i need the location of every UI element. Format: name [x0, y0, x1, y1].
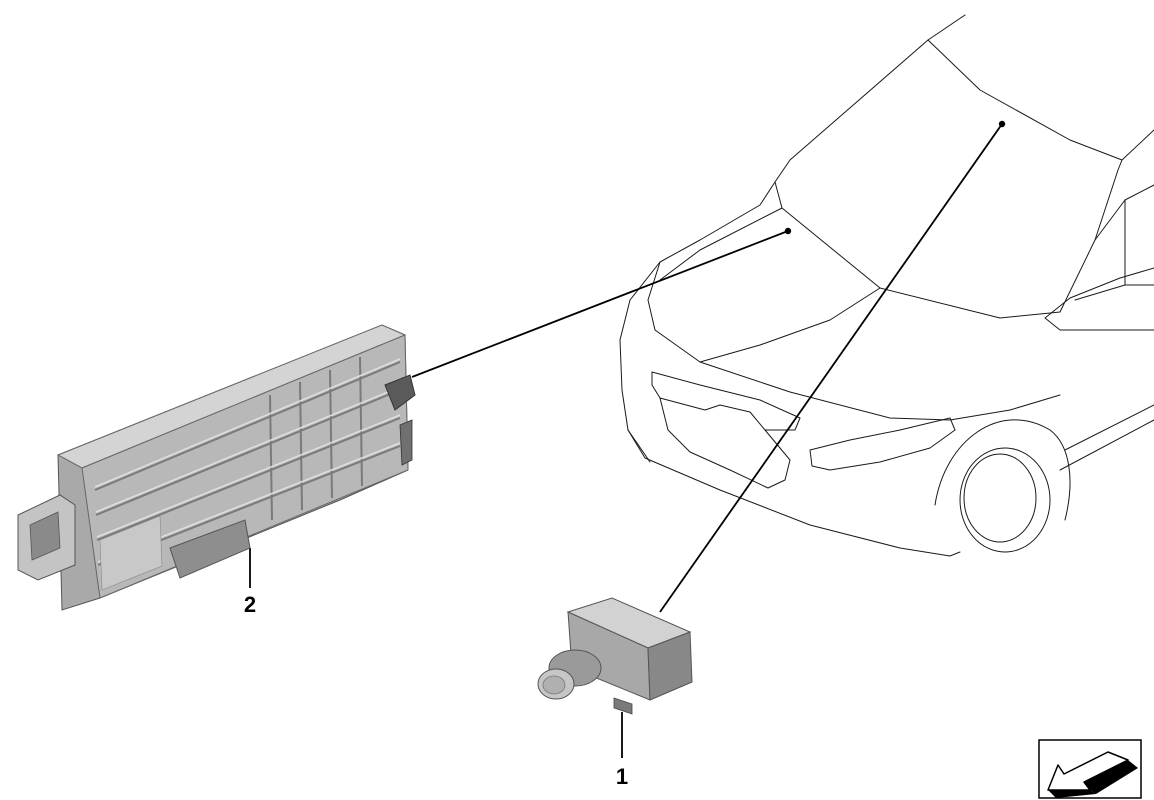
- headlight-outline: [809, 417, 956, 471]
- lower-bumper-line: [627, 429, 961, 557]
- hood-outline: [647, 181, 1061, 421]
- bracket-right-clip: [384, 374, 416, 411]
- sensor-body-side: [647, 631, 693, 701]
- bracket-label-area: [99, 515, 163, 591]
- bracket-right-tab: [399, 419, 413, 466]
- bracket-front-face: [81, 334, 409, 599]
- side-window-line: [1124, 184, 1154, 286]
- control-module-bracket-icon: [17, 324, 416, 611]
- side-mirror-outline: [1044, 267, 1154, 331]
- wheel-arch-outline: [934, 419, 1071, 521]
- callout-number-1: 1: [616, 764, 628, 789]
- sensor-unit-icon: [537, 597, 693, 715]
- roof-line: [1121, 129, 1154, 161]
- grille-outline: [651, 371, 801, 431]
- bracket-left-clip-hole: [29, 511, 61, 561]
- leader-dot-part-2: [784, 227, 792, 235]
- leader-line-part-1: [659, 123, 1003, 613]
- leader-dot-part-1: [998, 120, 1006, 128]
- leader-line-part-2: [411, 230, 789, 378]
- front-fascia-outline: [619, 261, 951, 557]
- hood-crease-2: [699, 287, 881, 363]
- sensor-bottom-tab: [613, 697, 633, 715]
- direction-arrow-icon: [1038, 739, 1142, 799]
- leader-lines: [249, 120, 1006, 758]
- side-sill-line: [1059, 404, 1154, 471]
- callout-number-2: 2: [244, 592, 256, 617]
- side-window-front: [1074, 199, 1126, 301]
- grille-lower: [659, 397, 791, 489]
- windshield-outline: [774, 14, 1123, 319]
- sensor-lens-inner: [542, 675, 566, 695]
- car-outline-icon: [619, 14, 1154, 557]
- hood-crease: [659, 207, 783, 281]
- wheel-outline: [959, 447, 1051, 553]
- windshield-top-line: [927, 39, 1123, 161]
- wheel-inner-outline: [963, 453, 1037, 543]
- bracket-bottom-connector: [169, 519, 251, 579]
